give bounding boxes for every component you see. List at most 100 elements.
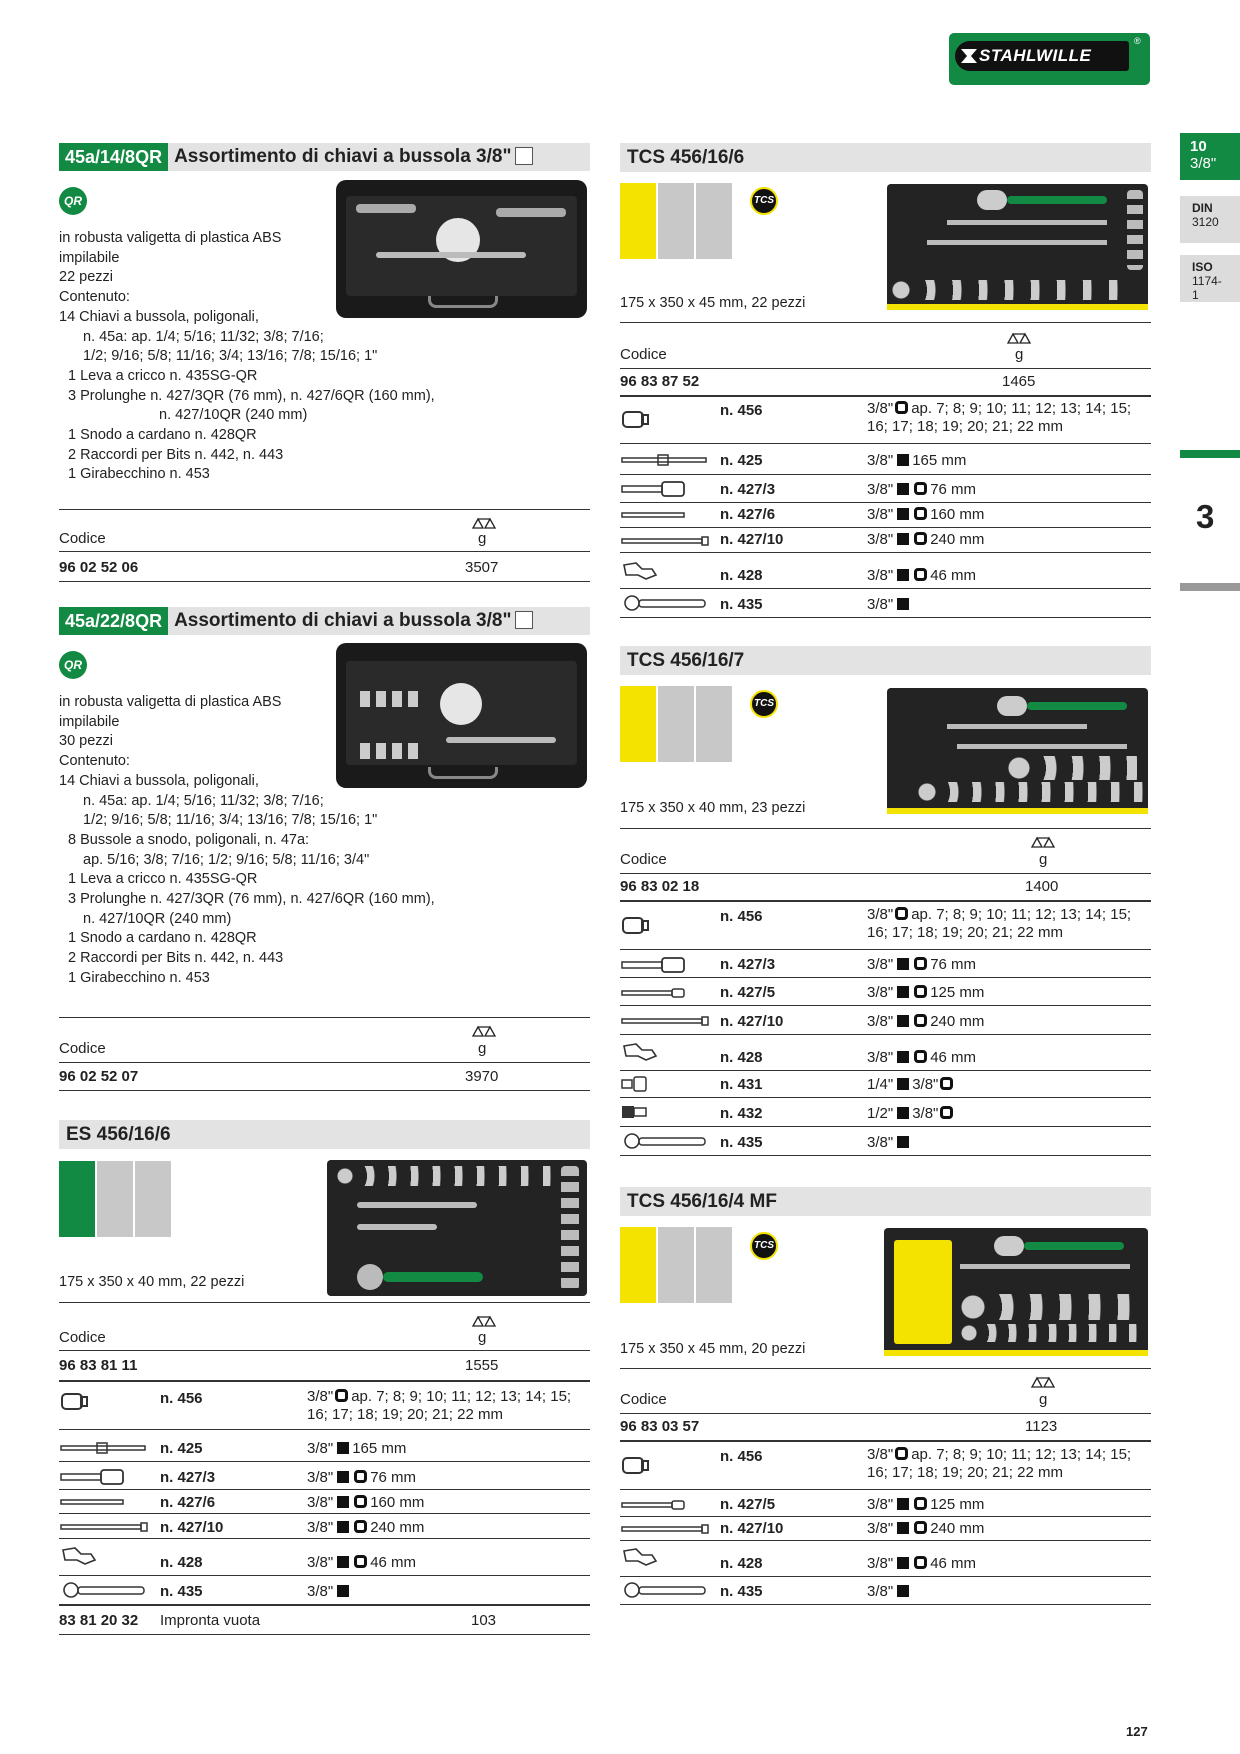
sec2-line: ap. 5/16; 3/8; 7/16; 1/2; 9/16; 5/8; 11/… [83,851,370,868]
scale-icon [1006,332,1032,344]
sec1-title-wrap: Assortimento di chiavi a bussola 3/8" [168,143,590,171]
sec2-line: 2 Raccordi per Bits n. 442, n. 443 [68,950,284,967]
sec2-col-code: Codice [59,1040,106,1057]
sec2-line: 8 Bussole a snodo, poligonali, n. 47a: [68,831,310,848]
sec2-line: n. 45a: ap. 1/4; 5/16; 11/32; 3/8; 7/16; [83,792,324,809]
sec1-code-value[interactable]: 96 02 52 06 [59,559,139,576]
sec5-spec: 3/8"76 mm [867,956,977,973]
color-block [620,1227,656,1303]
sec2-line: impilabile [59,713,120,730]
sec3-article: n. 427/3 [160,1469,216,1486]
sec1-title: Assortimento di chiavi a bussola 3/8" [174,146,512,167]
sliding-tbar-icon [620,449,710,471]
sec2-line: n. 427/10QR (240 mm) [83,910,232,927]
scale-icon [471,1025,497,1037]
row-rule [59,1538,590,1539]
row-rule [620,873,1151,874]
side-tab-size[interactable]: 10 3/8" [1180,133,1240,180]
row-rule [620,1155,1151,1156]
side-tab-din[interactable]: DIN 3120 [1180,196,1240,243]
row-rule [620,1070,1151,1071]
sec5-code-value[interactable]: 96 83 02 18 [620,878,700,895]
sec3-spec: 3/8"165 mm [307,1440,407,1457]
sec4-code-value[interactable]: 96 83 87 52 [620,373,700,390]
sec1-line: in robusta valigetta di plastica ABS [59,230,282,246]
sec6-dims: 175 x 350 x 45 mm, 20 pezzi [620,1341,806,1357]
extension-icon [620,1010,710,1032]
sec2-line: 14 Chiavi a bussola, poligonali, [59,772,259,789]
row-rule [620,828,1151,829]
sec5-article: n. 435 [720,1134,763,1151]
sec5-spec: 1/4"3/8" [867,1076,956,1094]
sec2-line: in robusta valigetta di plastica ABS [59,694,282,710]
sec2-code: 45a/22/8QR [59,607,169,635]
row-rule [620,1005,1151,1006]
sec4-article: n. 428 [720,567,763,584]
sec5-spec: 3/8"46 mm [867,1049,977,1066]
row-rule [59,1461,590,1462]
sec3-code-value[interactable]: 96 83 81 11 [59,1357,138,1374]
sec2-product-image [336,643,587,788]
sec1-weight: 3507 [465,559,499,576]
row-rule [59,1575,590,1576]
extension-icon [620,530,710,552]
sec3-product-image [327,1160,587,1296]
sec6-spec: 3/8"240 mm [867,1520,985,1537]
sec2-code-value[interactable]: 96 02 52 07 [59,1068,139,1085]
sec3-col-g: g [478,1329,487,1346]
qr-badge-icon: QR [59,651,87,679]
sec3-spec: 3/8"46 mm [307,1554,417,1571]
sec5-product-image [887,688,1148,814]
sec3-table-rule [59,1302,590,1303]
extension-icon [59,1491,129,1513]
row-rule [620,1440,1151,1442]
ratchet-icon [620,592,710,614]
row-rule [620,617,1151,618]
row-rule [620,1097,1151,1098]
side-tab-iso[interactable]: ISO 1174-1 [1180,255,1240,302]
color-block [658,686,694,762]
scale-icon [471,517,497,529]
sec2-title: Assortimento di chiavi a bussola 3/8" [174,610,512,631]
scale-icon [1030,1376,1056,1388]
sec1-product-image [336,180,587,318]
sec2-line: 1 Snodo a cardano n. 428QR [68,930,257,947]
logo-text: STAHLWILLE [979,46,1092,65]
page-number: 127 [1126,1724,1148,1739]
color-block [696,183,732,259]
sec6-spec: 3/8"ap. 7; 8; 9; 10; 11; 12; 13; 14; 15;… [867,1446,1132,1481]
row-rule [59,1634,590,1635]
sec1-line: 14 Chiavi a bussola, poligonali, [59,308,259,325]
sec3-empty-code[interactable]: 83 81 20 32 [59,1612,139,1629]
sec4-article: n. 435 [720,596,763,613]
row-rule [620,443,1151,444]
chapter-number: 3 [1196,498,1215,535]
row-rule [620,1604,1151,1605]
sec2-line: Contenuto: [59,753,130,770]
extension-icon [59,1466,129,1488]
sec2-weight: 3970 [465,1068,499,1085]
row-rule [620,900,1151,902]
sec2-line: 1 Leva a cricco n. 435SG-QR [68,871,258,888]
sec6-code-value[interactable]: 96 83 03 57 [620,1418,700,1435]
sec2-checkbox[interactable] [515,611,534,629]
sec6-spec: 3/8"46 mm [867,1555,977,1572]
sec5-spec: 3/8"240 mm [867,1013,985,1030]
sec6-spec: 3/8"125 mm [867,1496,985,1513]
sec1-line: 2 Raccordi per Bits n. 442, n. 443 [68,446,284,463]
sec1-line: 1 Leva a cricco n. 435SG-QR [68,367,258,384]
sec1-checkbox[interactable] [515,147,534,165]
sec5-dims: 175 x 350 x 40 mm, 23 pezzi [620,800,806,816]
sec6-col-code: Codice [620,1391,667,1408]
logo-registered: ® [1134,36,1141,46]
sec1-line: n. 427/10QR (240 mm) [159,407,308,424]
sec3-title: ES 456/16/6 [59,1120,590,1149]
sec2-line: 30 pezzi [59,733,114,750]
row-rule [59,1429,590,1430]
row-rule [59,1489,590,1490]
sec6-product-image [884,1228,1148,1356]
sec2-line: 1/2; 9/16; 5/8; 11/16; 3/4; 13/16; 7/8; … [83,812,378,829]
ratchet-icon [59,1579,149,1601]
row-rule [620,1576,1151,1577]
sec5-weight: 1400 [1025,878,1059,895]
